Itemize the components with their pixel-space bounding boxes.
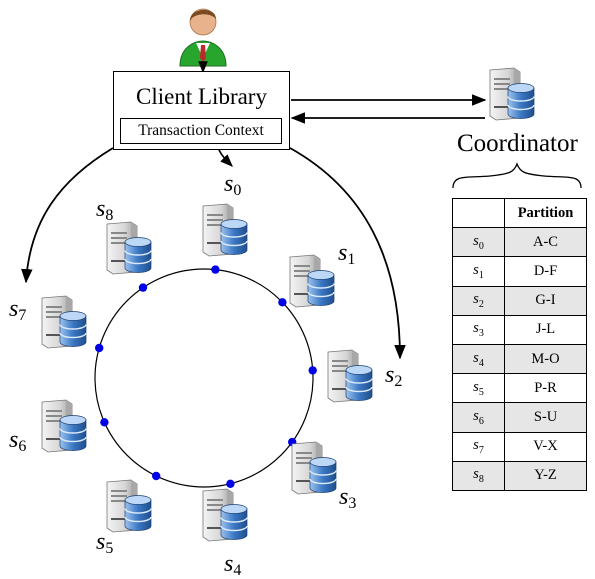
ring-dot-s4: [226, 479, 235, 488]
table-row: s0 A-C: [452, 227, 587, 258]
node-server-s6-icon: [41, 399, 87, 453]
ring-dot-s7: [95, 343, 104, 353]
node-server-s5-icon: [106, 479, 152, 533]
table-row: s6 S-U: [452, 402, 587, 433]
node-server-s2-icon: [327, 349, 373, 403]
node-server-s4-icon: [202, 488, 248, 542]
table-cell-partition: P-R: [504, 373, 587, 404]
ring-dot-s5: [152, 471, 161, 481]
table-row: s8 Y-Z: [452, 460, 587, 491]
node-label-s4: s4: [224, 551, 242, 579]
ring-dot-s2: [308, 366, 317, 375]
partition-table: Partition s0 A-C s1 D-F s2 G-I s3 J-L s4…: [452, 197, 587, 491]
hash-ring: [94, 268, 314, 488]
ring-dot-s6: [100, 418, 109, 427]
table-row: s5 P-R: [452, 373, 587, 404]
table-cell-partition: S-U: [504, 402, 587, 433]
table-row: s1 D-F: [452, 256, 587, 287]
table-cell-node: s7: [452, 431, 505, 462]
node-server-s0-icon: [202, 203, 248, 257]
table-cell-node: s4: [452, 343, 505, 375]
ring-dot-s0: [211, 265, 220, 274]
table-header-node: [452, 197, 505, 229]
table-cell-node: s1: [452, 256, 505, 287]
node-label-s1: s1: [338, 240, 356, 268]
node-label-s8: s8: [96, 196, 114, 224]
table-cell-partition: J-L: [504, 314, 587, 345]
node-server-s3-icon: [291, 441, 337, 495]
table-row: s4 M-O: [452, 343, 587, 375]
table-cell-partition: V-X: [504, 431, 587, 462]
node-server-s1-icon: [289, 254, 335, 308]
node-label-s5: s5: [96, 529, 114, 557]
ring-dot-s8: [138, 283, 148, 292]
node-label-s3: s3: [339, 484, 357, 512]
table-cell-partition: Y-Z: [504, 460, 587, 491]
table-cell-partition: G-I: [504, 285, 587, 316]
coordinator-server-icon: [489, 67, 535, 121]
table-row: s2 G-I: [452, 285, 587, 316]
client-library-title: Client Library: [136, 84, 267, 109]
table-cell-node: s0: [452, 227, 505, 258]
table-cell-node: s2: [452, 285, 505, 316]
table-cell-partition: D-F: [504, 256, 587, 287]
table-cell-node: s6: [452, 402, 505, 433]
table-cell-partition: A-C: [504, 227, 587, 258]
node-label-s0: s0: [224, 171, 242, 199]
client-library-box: Client Library Transaction Context: [113, 71, 290, 150]
library-to-s0-arrow: [218, 149, 233, 167]
node-label-s2: s2: [385, 362, 403, 390]
node-server-s8-icon: [106, 221, 152, 275]
user-icon: [179, 8, 227, 67]
library-to-s7-arrow: [21, 147, 114, 284]
ring-dots: [95, 265, 317, 488]
table-header-partition: Partition: [504, 197, 587, 229]
table-cell-node: s5: [452, 373, 505, 404]
table-cell-node: s3: [452, 314, 505, 345]
coordinator-brace: [452, 162, 582, 189]
transaction-context-box: Transaction Context: [120, 118, 282, 144]
node-server-s7-icon: [41, 295, 87, 349]
coordinator-label: Coordinator: [457, 130, 578, 157]
node-label-s6: s6: [9, 427, 27, 455]
node-label-s7: s7: [9, 296, 27, 324]
library-to-s2-arrow: [289, 147, 406, 360]
table-row: s7 V-X: [452, 431, 587, 462]
table-cell-partition: M-O: [504, 343, 587, 375]
table-cell-node: s8: [452, 460, 505, 491]
ring-dot-s1: [278, 298, 287, 307]
table-row: s3 J-L: [452, 314, 587, 345]
table-header-row: Partition: [452, 197, 587, 229]
